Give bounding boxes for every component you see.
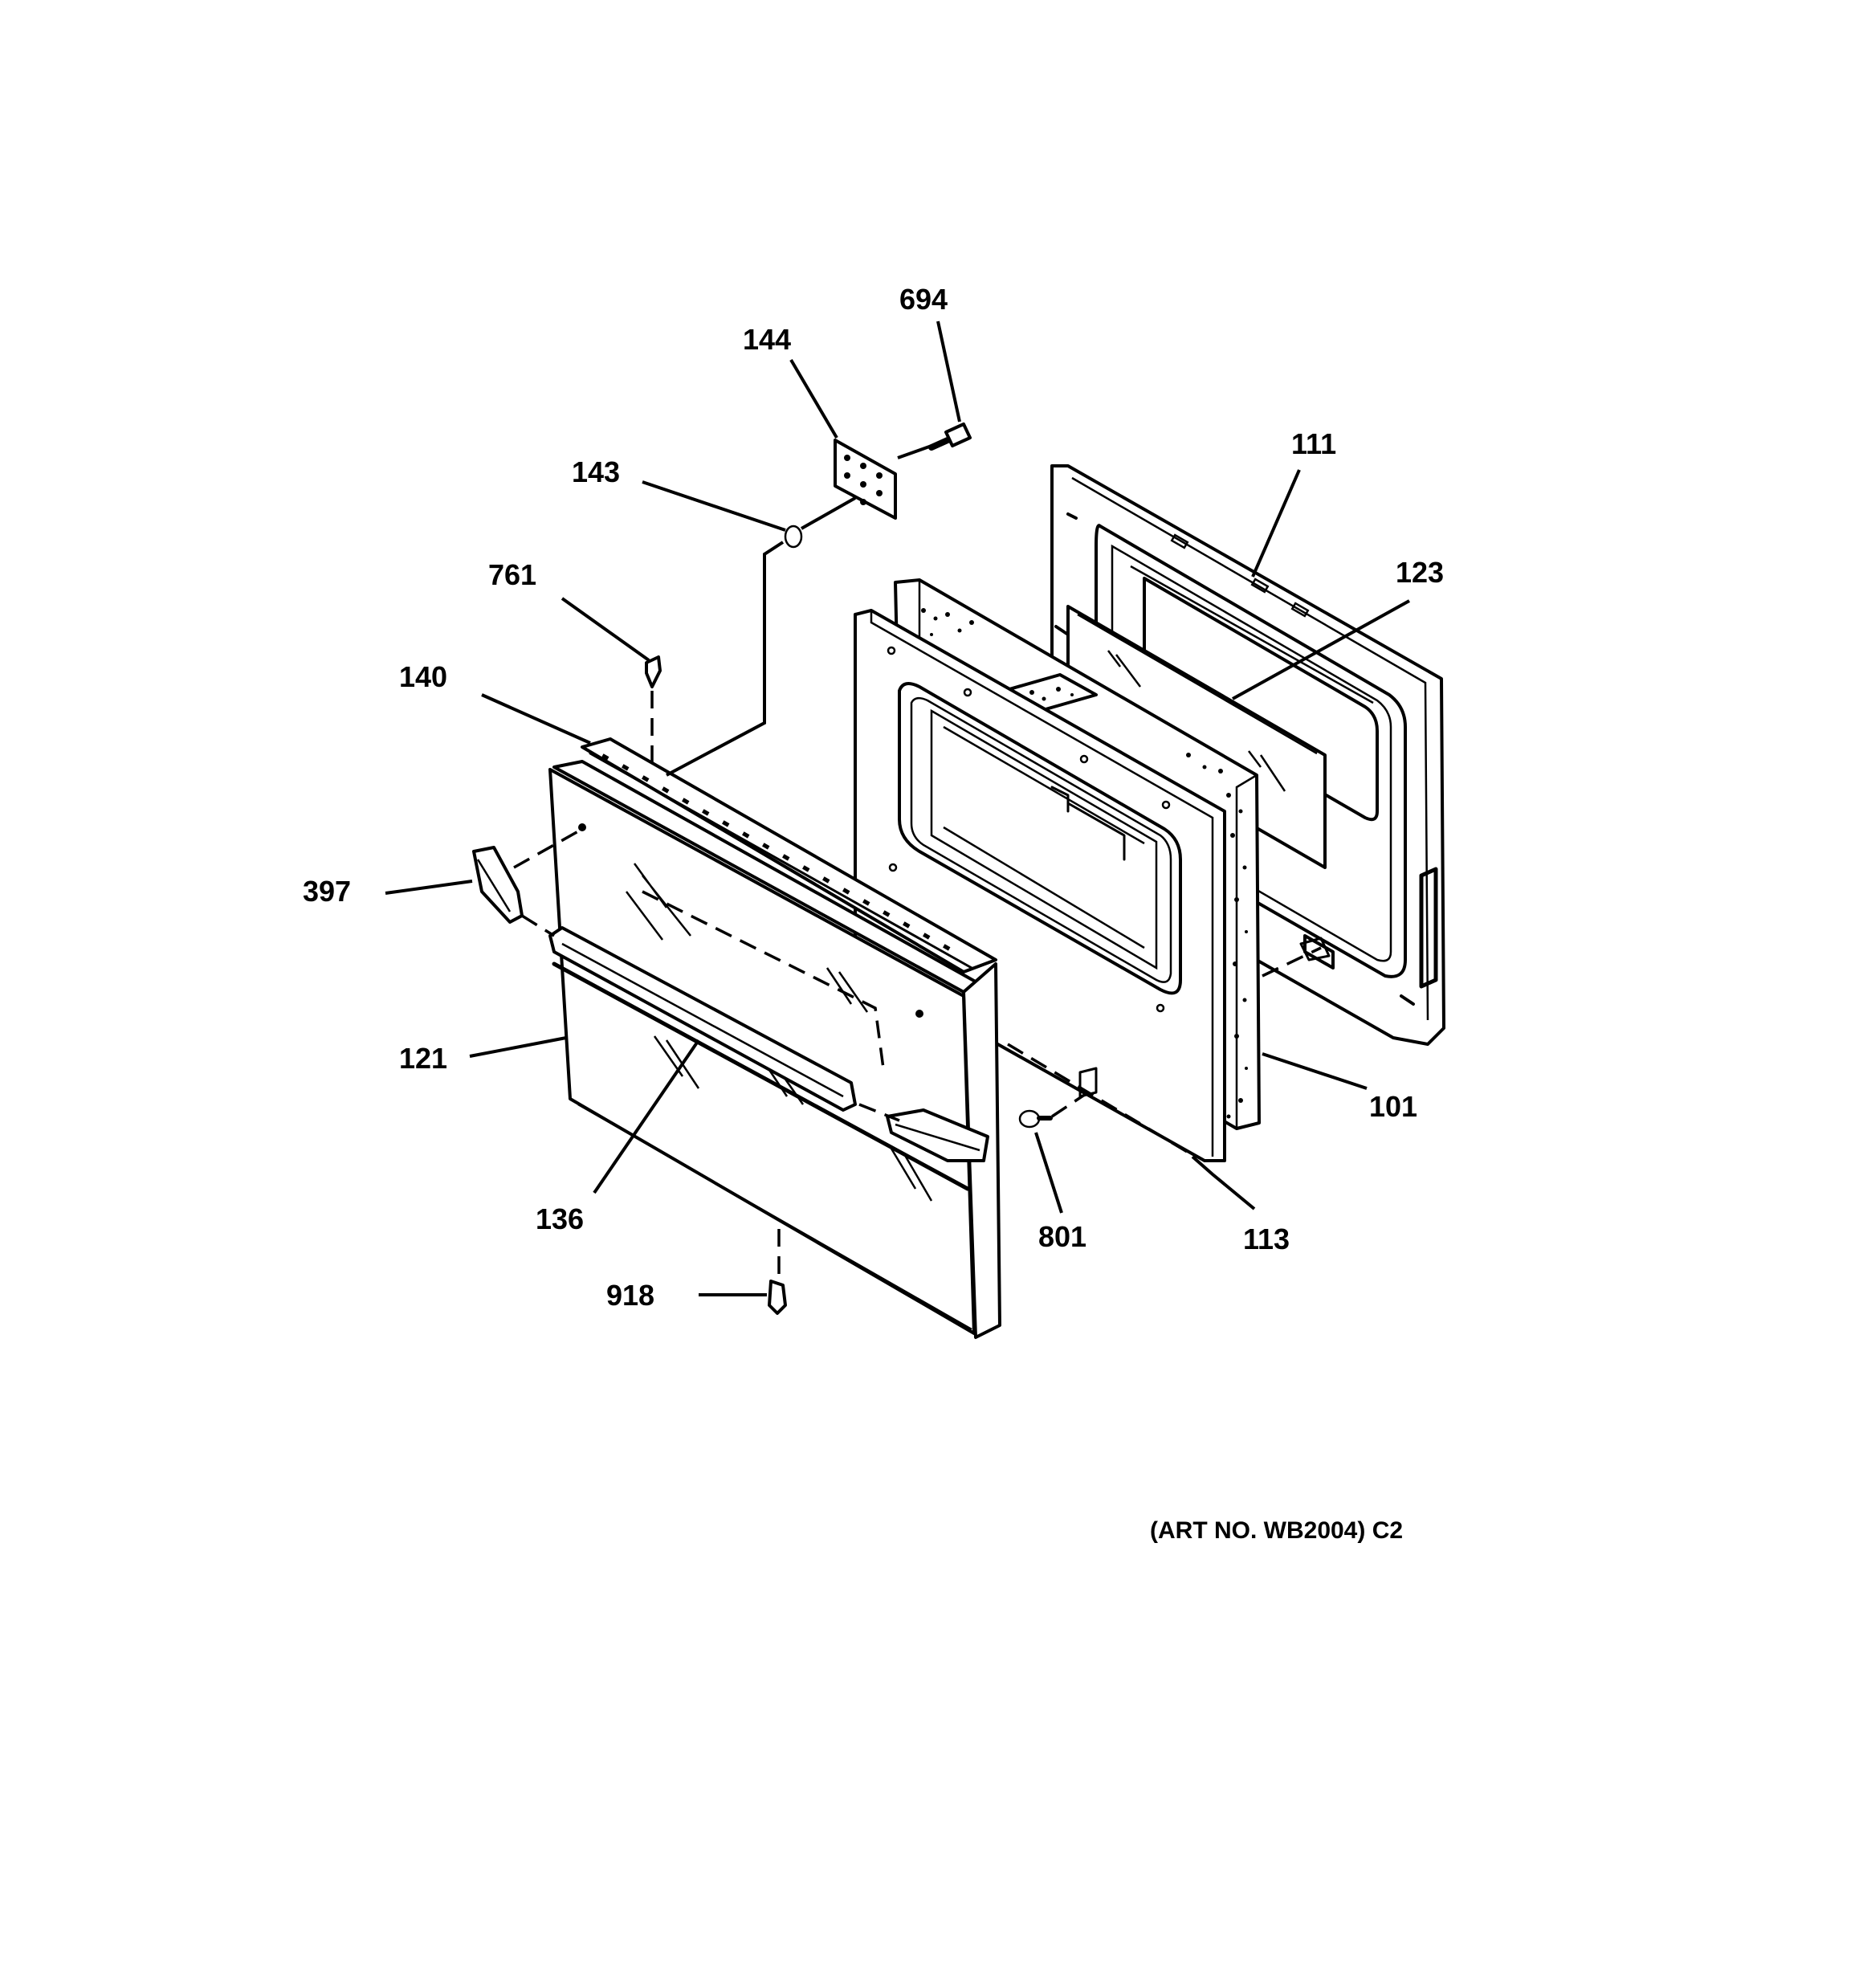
screw-801 [1018, 1109, 1053, 1129]
label-694: 694 [899, 283, 948, 316]
label-140: 140 [399, 660, 447, 693]
screw-694 [928, 423, 972, 451]
label-761: 761 [488, 558, 536, 591]
label-144: 144 [743, 323, 791, 356]
label-143: 143 [572, 455, 620, 488]
door-handle-136 [548, 926, 989, 1162]
spacer-143 [784, 525, 803, 549]
label-397: 397 [303, 875, 351, 908]
label-801: 801 [1038, 1220, 1086, 1253]
label-918: 918 [606, 1279, 654, 1312]
screw-761 [645, 655, 662, 688]
label-136: 136 [536, 1202, 584, 1235]
label-121: 121 [399, 1042, 447, 1075]
label-111: 111 [1291, 427, 1336, 460]
label-101: 101 [1369, 1090, 1417, 1123]
screw-918 [768, 1280, 787, 1315]
label-123: 123 [1396, 556, 1444, 589]
inner-door-liner-113 [854, 609, 1226, 1162]
label-113: 113 [1243, 1223, 1290, 1255]
handle-endcap-397 [472, 846, 524, 924]
art-number: (ART NO. WB2004) C2 [1150, 1517, 1403, 1544]
hinge-plate-144 [834, 439, 897, 520]
outer-door-frame-140 [581, 737, 997, 974]
